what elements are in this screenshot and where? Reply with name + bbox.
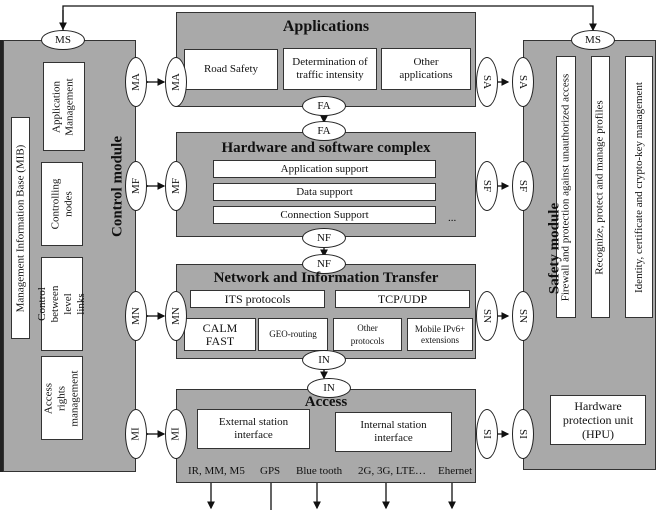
access-title: Access <box>304 394 348 410</box>
port-sf-hw: SF <box>476 161 498 211</box>
port-mf-hw: MF <box>165 161 187 211</box>
control-item-app-mgmt: Application Management <box>43 62 85 151</box>
port-nf-net: NF <box>302 254 346 274</box>
access-link-bluetooth: Blue tooth <box>296 465 343 477</box>
port-ma-apps: MA <box>165 57 187 107</box>
control-module-title: Control module <box>109 136 126 237</box>
access-external-interface: External station interface <box>197 409 310 449</box>
port-si-access: SI <box>476 409 498 459</box>
net-tcp-udp: TCP/UDP <box>335 290 470 308</box>
port-ma-left: MA <box>125 57 147 107</box>
access-internal-interface: Internal station interface <box>335 412 452 452</box>
network-title: Network and Information Transfer <box>213 270 439 286</box>
port-sa-right: SA <box>512 57 534 107</box>
port-mn-net: MN <box>165 291 187 341</box>
port-mi-access: MI <box>165 409 187 459</box>
access-link-cellular: 2G, 3G, LTE… <box>358 465 427 477</box>
control-item-level-links: Control between level links <box>36 257 87 351</box>
net-mobile-ipv6: Mobile IPv6+ extensions <box>407 318 473 351</box>
port-mi-left: MI <box>125 409 147 459</box>
port-sn-net: SN <box>476 291 498 341</box>
safety-item-identity: Identity, certificate and crypto-key man… <box>625 56 653 318</box>
app-traffic-intensity: Determination of traffic intensity <box>283 48 377 90</box>
port-sn-right: SN <box>512 291 534 341</box>
port-in-access: IN <box>307 378 351 398</box>
net-geo-routing: GEO-routing <box>258 318 328 351</box>
port-si-right: SI <box>512 409 534 459</box>
access-link-gps: GPS <box>260 465 281 477</box>
control-item-access-rights: Access rights management <box>41 356 83 440</box>
hpu-box: Hardware protection unit (HPU) <box>550 395 646 445</box>
safety-ms-port: MS <box>571 30 615 50</box>
port-mn-left: MN <box>125 291 147 341</box>
access-link-ir: IR, MM, M5 <box>188 465 245 477</box>
net-its-protocols: ITS protocols <box>190 290 325 308</box>
control-ms-port: MS <box>41 30 85 50</box>
port-in-net: IN <box>302 350 346 370</box>
hw-data-support: Data support <box>213 183 436 201</box>
safety-item-firewall: Firewall and protection against unauthor… <box>556 56 576 318</box>
port-fa-apps: FA <box>302 96 346 116</box>
net-other-protocols: Other protocols <box>333 318 402 351</box>
net-calm-fast: CALM FAST <box>184 318 256 351</box>
safety-item-profiles: Recognize, protect and manage profiles <box>591 56 610 318</box>
hw-connection-support: Connection Support <box>213 206 436 224</box>
port-nf-hw: NF <box>302 228 346 248</box>
port-fa-hw: FA <box>302 121 346 141</box>
port-sf-right: SF <box>512 161 534 211</box>
app-other: Other applications <box>381 48 471 90</box>
applications-title: Applications <box>282 18 370 35</box>
safety-module-title: Safety module <box>546 202 563 295</box>
port-mf-left: MF <box>125 161 147 211</box>
app-road-safety: Road Safety <box>184 49 278 90</box>
hw-sw-complex-title: Hardware and software complex <box>221 140 431 156</box>
hw-ellipsis: ... <box>448 212 457 224</box>
hw-app-support: Application support <box>213 160 436 178</box>
mib-box: Management Information Base (MIB) <box>11 117 30 339</box>
control-item-controlling-nodes: Controlling nodes <box>41 162 83 246</box>
access-link-ethernet: Ehernet <box>438 465 473 477</box>
port-sa-apps: SA <box>476 57 498 107</box>
